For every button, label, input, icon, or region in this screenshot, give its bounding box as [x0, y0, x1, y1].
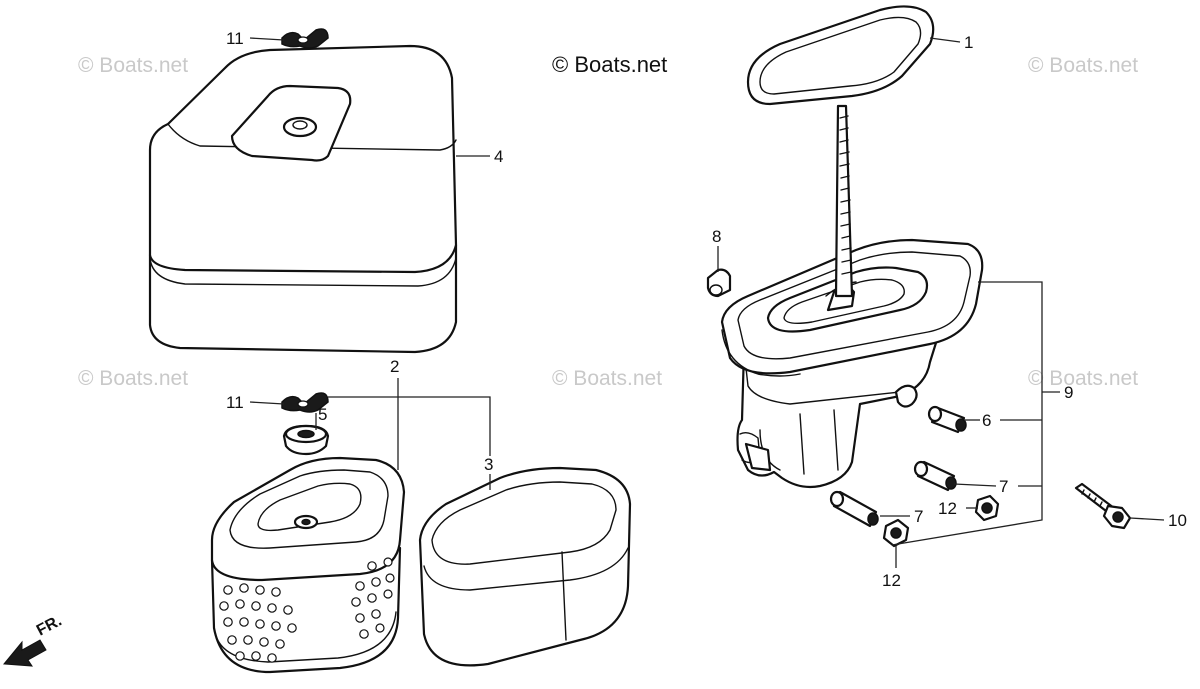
filter-screen-holes — [219, 557, 395, 663]
part-5-grommet[interactable] — [282, 424, 330, 456]
callout-2: 2 — [390, 357, 399, 376]
watermark-mid-center: © Boats.net — [552, 367, 662, 390]
callout-3: 3 — [484, 455, 493, 474]
callout-4: 4 — [494, 147, 503, 166]
part-7-tube-lower[interactable] — [829, 490, 879, 528]
leader-lines — [249, 37, 1165, 568]
part-8-collar[interactable] — [706, 268, 732, 298]
front-direction-indicator: FR. — [3, 612, 65, 667]
callout-12-lower: 12 — [882, 571, 901, 590]
part-6-tube[interactable] — [927, 405, 967, 434]
part-3-foam-prefilter[interactable] — [418, 466, 632, 667]
part-9-cleaner-case[interactable] — [720, 104, 984, 489]
callout-7-upper: 7 — [999, 477, 1008, 496]
callout-9: 9 — [1064, 383, 1073, 402]
part-4-cleaner-cover[interactable] — [148, 44, 458, 354]
callout-11-mid: 11 — [226, 393, 244, 412]
part-7-tube-upper[interactable] — [913, 460, 957, 492]
watermark-mid-right: © Boats.net — [1028, 367, 1138, 390]
watermark-top-right: © Boats.net — [1028, 54, 1138, 77]
callout-5: 5 — [318, 405, 327, 424]
front-label: FR. — [34, 612, 65, 639]
part-10-flange-bolt[interactable] — [1074, 482, 1132, 530]
callout-1: 1 — [964, 33, 973, 52]
part-11-wing-nut-mid[interactable] — [281, 392, 329, 413]
callout-7-lower: 7 — [914, 507, 923, 526]
callout-8: 8 — [712, 227, 721, 246]
watermark-top-left: © Boats.net — [78, 54, 188, 77]
part-1-gasket[interactable] — [746, 5, 935, 106]
callout-10: 10 — [1168, 511, 1187, 530]
callout-12-right: 12 — [938, 499, 957, 518]
copyright-notice: © Boats.net — [552, 52, 667, 77]
part-2-air-filter-element[interactable] — [210, 456, 406, 674]
part-12-flange-nut-lower[interactable] — [882, 518, 910, 548]
callout-6: 6 — [982, 411, 991, 430]
part-11-wing-nut-top[interactable] — [281, 28, 329, 49]
watermark-mid-left: © Boats.net — [78, 367, 188, 390]
front-arrow-icon — [3, 639, 47, 667]
part-12-flange-nut-right[interactable] — [974, 494, 1000, 522]
callout-11-top: 11 — [226, 29, 244, 48]
